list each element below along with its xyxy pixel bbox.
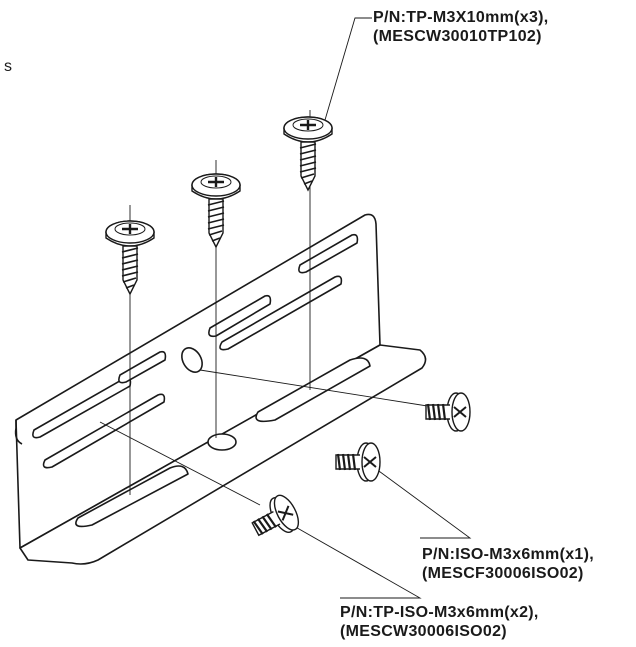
screw-icon	[104, 219, 156, 296]
callout-tp-iso-m3x6: P/N:TP-ISO-M3x6mm(x2), (MESCW30006ISO02)	[340, 603, 539, 641]
callout-iso-m3x6-line2: (MESCF30006ISO02)	[422, 565, 584, 582]
callout-tp-m3x10-line1: P/N:TP-M3X10mm(x3),	[373, 9, 549, 26]
bracket-icon	[14, 213, 427, 565]
callout-tp-m3x10: P/N:TP-M3X10mm(x3), (MESCW30010TP102)	[373, 8, 549, 46]
screw-icon	[190, 172, 242, 249]
callout-tp-iso-m3x6-line2: (MESCW30006ISO02)	[340, 623, 507, 640]
stray-text: s	[4, 58, 12, 75]
screw-icon	[334, 441, 382, 483]
callout-iso-m3x6-line1: P/N:ISO-M3x6mm(x1),	[422, 546, 594, 563]
callout-tp-iso-m3x6-line1: P/N:TP-ISO-M3x6mm(x2),	[340, 604, 539, 621]
screw-icon	[424, 391, 472, 433]
callout-iso-m3x6: P/N:ISO-M3x6mm(x1), (MESCF30006ISO02)	[422, 545, 594, 583]
screw-icon	[282, 115, 334, 192]
callout-tp-m3x10-line2: (MESCW30010TP102)	[373, 28, 542, 45]
screw-icon	[245, 490, 305, 547]
